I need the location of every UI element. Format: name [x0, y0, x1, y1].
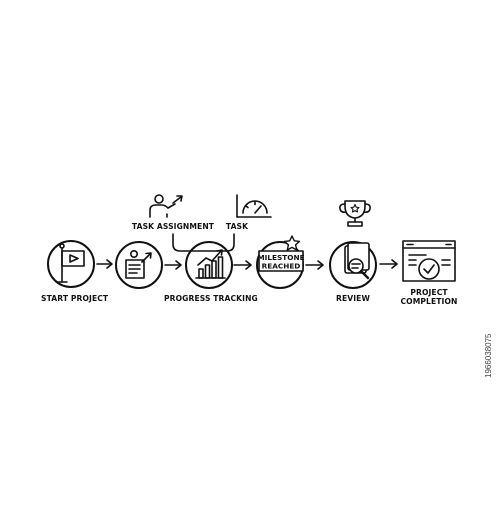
milestone-node: MILESTONE REACHED	[256, 235, 305, 289]
document-search-icon	[344, 242, 370, 280]
task-assignment-node	[115, 241, 163, 289]
arrow-start-to-assignment	[96, 259, 113, 269]
arrow-assignment-to-progress	[164, 260, 182, 270]
start-project-node	[47, 240, 95, 288]
review-node	[329, 241, 377, 289]
star-icon	[283, 235, 301, 251]
task-label: TASK	[225, 222, 249, 231]
branch-connector	[172, 233, 235, 252]
milestone-line2: REACHED	[262, 262, 301, 271]
arrow-progress-to-milestone	[233, 260, 252, 270]
presenter-icon	[149, 194, 183, 218]
task-board-icon	[125, 250, 152, 279]
milestone-banner	[258, 250, 304, 272]
trophy-icon	[339, 200, 371, 227]
completion-label-line2: COMPLETION	[400, 297, 458, 306]
progress-tracking-label: PROGRESS TRACKING	[164, 294, 258, 303]
speedometer-icon	[236, 194, 272, 218]
arrow-milestone-to-review	[305, 260, 324, 270]
progress-tracking-node	[185, 241, 233, 289]
browser-check-icon	[402, 240, 456, 282]
start-project-label: START PROJECT	[41, 294, 109, 303]
task-assignment-label: TASK ASSIGNMENT	[131, 222, 215, 231]
flag-icon	[56, 243, 85, 283]
stock-id-watermark: 1966038075	[484, 333, 493, 379]
review-label: REVIEW	[336, 294, 370, 303]
growth-chart-icon	[195, 249, 226, 279]
arrow-review-to-completion	[379, 259, 398, 269]
milestone-line1: MILESTONE	[257, 253, 304, 262]
completion-label-line1: PROJECT	[410, 288, 448, 297]
